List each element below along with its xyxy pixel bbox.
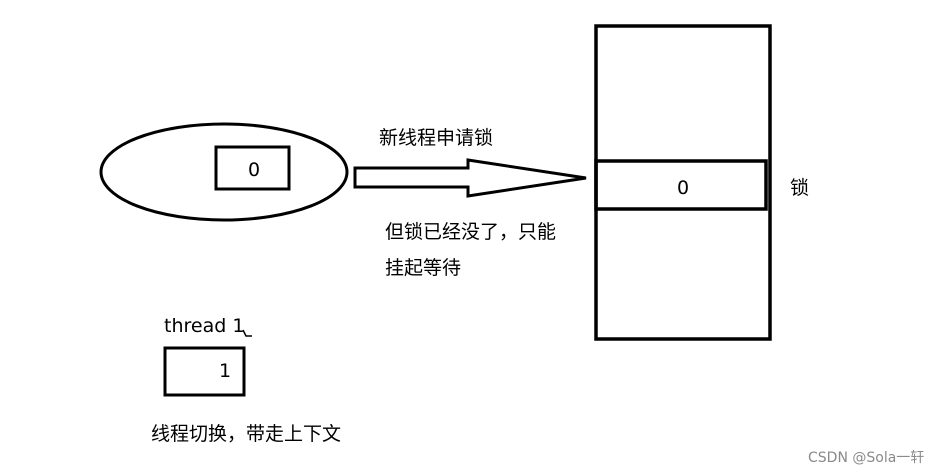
thread1-label: thread 1 (164, 315, 245, 337)
lock-label: 锁 (790, 177, 810, 199)
lock-value: 0 (676, 177, 690, 199)
new-thread-register-box (214, 145, 291, 191)
result-text-line-2: 挂起等待 (385, 257, 462, 279)
csdn-watermark: CSDN @Sola一轩 (808, 450, 925, 466)
lock-cell (594, 159, 768, 211)
arrow-label: 新线程申请锁 (379, 127, 494, 149)
new-thread-register-value: 0 (247, 159, 261, 181)
new-thread-ellipse (99, 122, 349, 222)
thread1-register-box (163, 346, 246, 397)
result-text-line-1: 但锁已经没了，只能 (385, 221, 557, 243)
thread1-pen-mark (242, 329, 252, 337)
request-arrow (353, 158, 587, 198)
context-switch-label: 线程切换，带走上下文 (151, 423, 342, 445)
thread1-register-value: 1 (218, 360, 232, 382)
